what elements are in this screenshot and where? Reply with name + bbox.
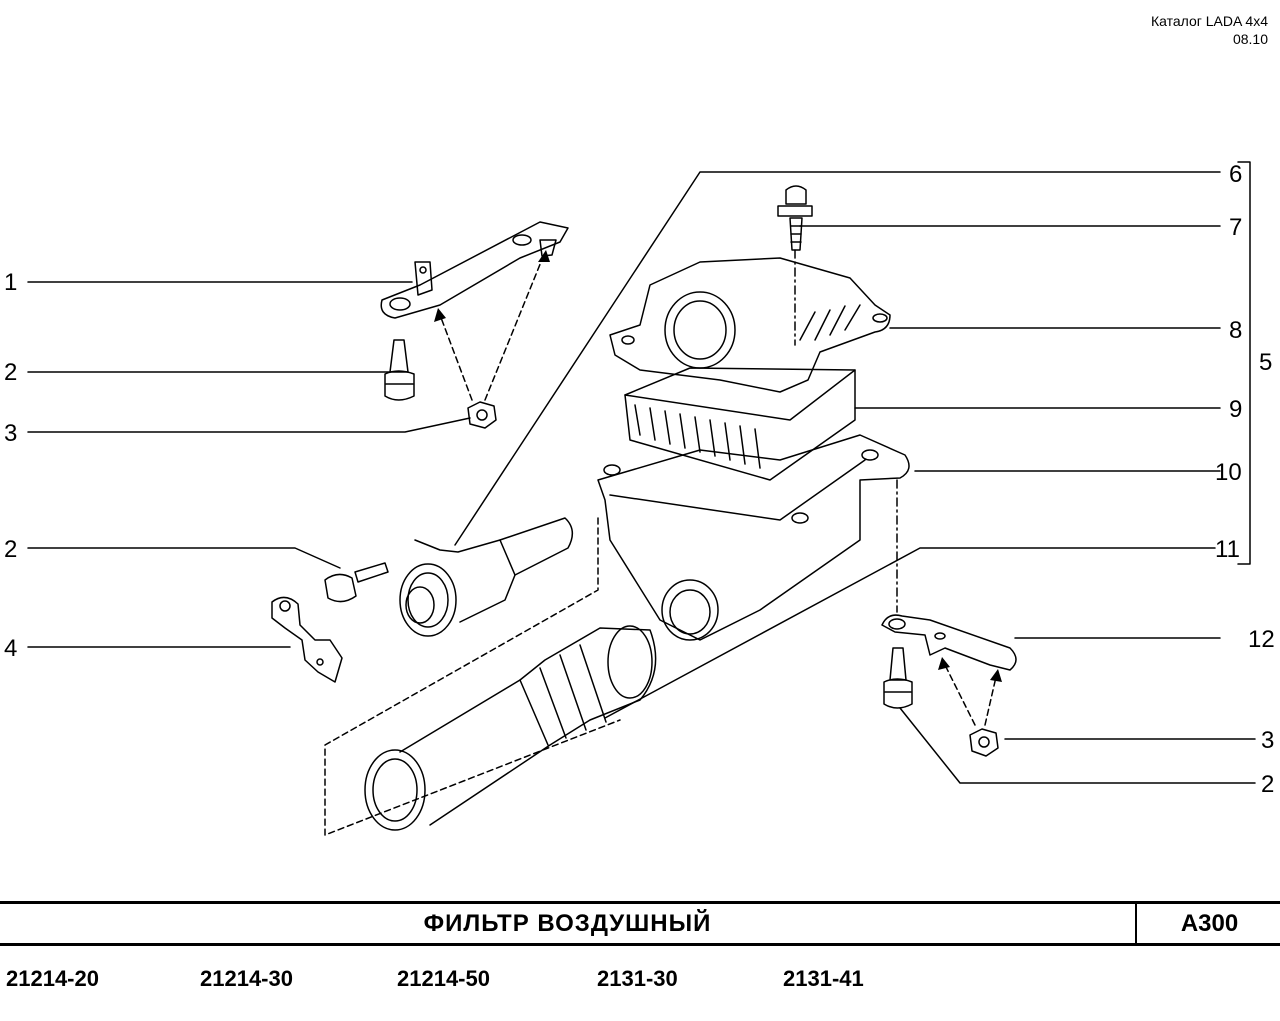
exploded-view-diagram: 1 2 3 2 4 6 7 8 5 9 10 11 12 3 2	[4, 161, 1275, 836]
model-code: 2131-30	[597, 966, 678, 991]
part-4-bracket	[271, 596, 343, 683]
model-code: 21214-30	[200, 966, 293, 991]
part-10-housing	[597, 434, 910, 641]
callout-12: 12	[1248, 626, 1275, 653]
callout-3-top: 3	[4, 420, 17, 447]
callout-6: 6	[1229, 161, 1242, 188]
part-8-cover	[609, 257, 891, 393]
part-7-screw	[777, 185, 813, 251]
footer-bottom-rule	[0, 943, 1280, 946]
callout-2-top: 2	[4, 359, 17, 386]
callout-3-right: 3	[1261, 727, 1274, 754]
part-2-stud-left	[324, 562, 389, 603]
callout-4: 4	[4, 635, 17, 662]
part-6-nozzle	[399, 517, 574, 637]
part-3-nut-right	[969, 728, 999, 757]
callout-2-left: 2	[4, 536, 17, 563]
callout-numbers: 1 2 3 2 4 6 7 8 5 9 10 11 12 3 2	[4, 161, 1275, 798]
model-code: 21214-50	[397, 966, 490, 991]
callout-10: 10	[1215, 459, 1242, 486]
callout-2-right: 2	[1261, 771, 1274, 798]
part-2-stud	[384, 339, 415, 401]
part-12-bracket	[881, 614, 1017, 671]
part-3-nut	[467, 401, 497, 429]
model-list: 21214-20 21214-30 21214-50 2131-30 2131-…	[0, 966, 1280, 1000]
model-code: 21214-20	[6, 966, 99, 991]
part-2-stud-right	[883, 647, 913, 709]
part-9-element	[624, 367, 856, 481]
catalog-date: 08.10	[1232, 31, 1268, 47]
diagram-code: A300	[1135, 904, 1280, 944]
leader-lines	[27, 161, 1256, 784]
callout-11: 11	[1215, 536, 1240, 563]
catalog-name: Каталог LADA 4x4	[1150, 13, 1268, 29]
callout-1: 1	[4, 269, 17, 296]
alignment-lines	[794, 249, 898, 613]
callout-7: 7	[1229, 214, 1242, 241]
catalog-header: Каталог LADA 4x4 08.10	[1151, 12, 1268, 48]
arrow-lines	[324, 256, 997, 836]
model-code: 2131-41	[783, 966, 864, 991]
part-1-bracket	[380, 221, 569, 319]
diagram-title: ФИЛЬТР ВОЗДУШНЫЙ	[423, 910, 712, 937]
footer-top-rule	[0, 901, 1280, 904]
callout-5: 5	[1259, 349, 1272, 376]
part-11-duct	[364, 625, 657, 831]
callout-9: 9	[1229, 396, 1242, 423]
callout-8: 8	[1229, 317, 1242, 344]
